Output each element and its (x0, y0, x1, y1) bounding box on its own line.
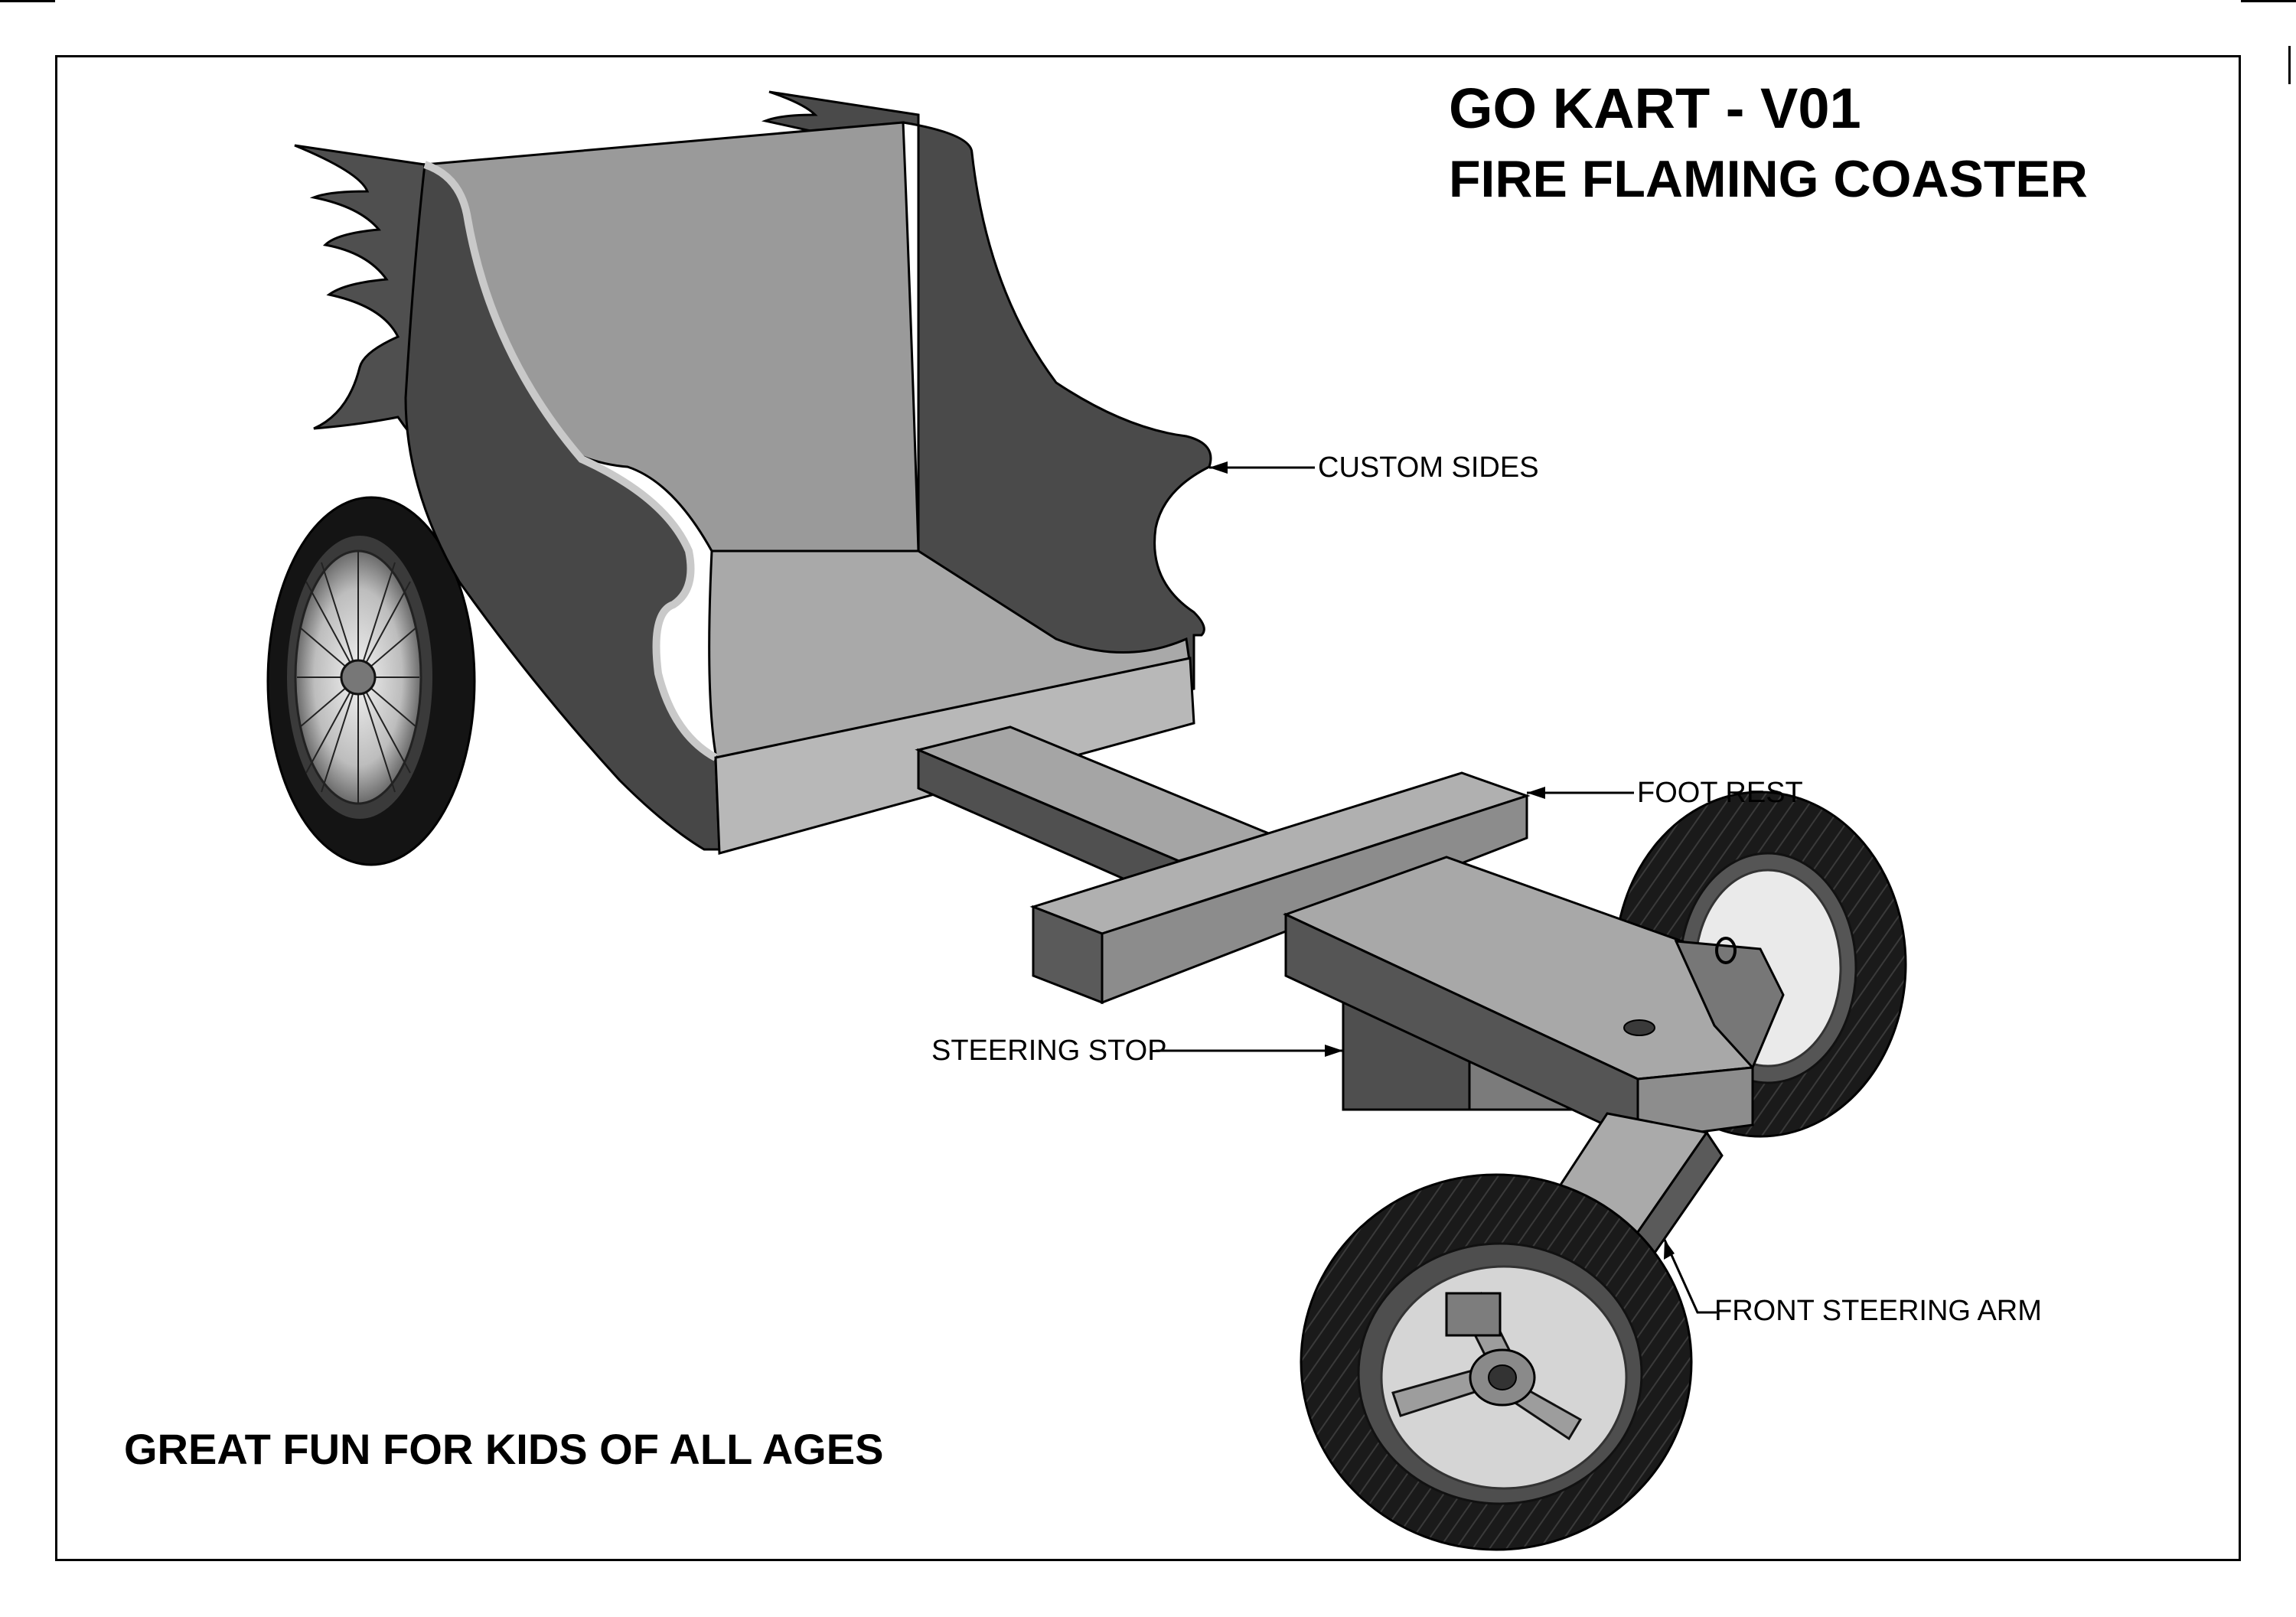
drawing-title: GO KART - V01 (1449, 77, 1861, 140)
edge-tick-right (2288, 46, 2291, 84)
axle-bracket (1445, 1292, 1502, 1337)
callout-custom-sides: CUSTOM SIDES (1318, 452, 1539, 484)
corner-tick-top-left (0, 0, 55, 2)
callout-front-steering-arm: FRONT STEERING ARM (1714, 1295, 2042, 1327)
callout-foot-rest: FOOT REST (1637, 777, 1803, 809)
drawing-subtitle: FIRE FLAMING COASTER (1449, 150, 2088, 208)
leader-lines (1156, 461, 1717, 1314)
drawing-tagline: GREAT FUN FOR KIDS OF ALL AGES (124, 1425, 884, 1473)
pivot-bolt-hole (1623, 1019, 1655, 1036)
leader-front-steering-arm (1663, 1239, 1717, 1314)
drawing-border (55, 55, 2241, 1561)
rear-wheel (266, 496, 476, 866)
seat-front-edge (423, 161, 718, 761)
front-wheel-near (1300, 1173, 1693, 1551)
callout-steering-stop: STEERING STOP (931, 1035, 1167, 1067)
foot-rest (1029, 771, 1531, 1005)
corner-tick-top-right (2241, 0, 2296, 2)
eye-bolt-bracket (1674, 937, 1785, 1070)
rear-hub (340, 659, 377, 696)
